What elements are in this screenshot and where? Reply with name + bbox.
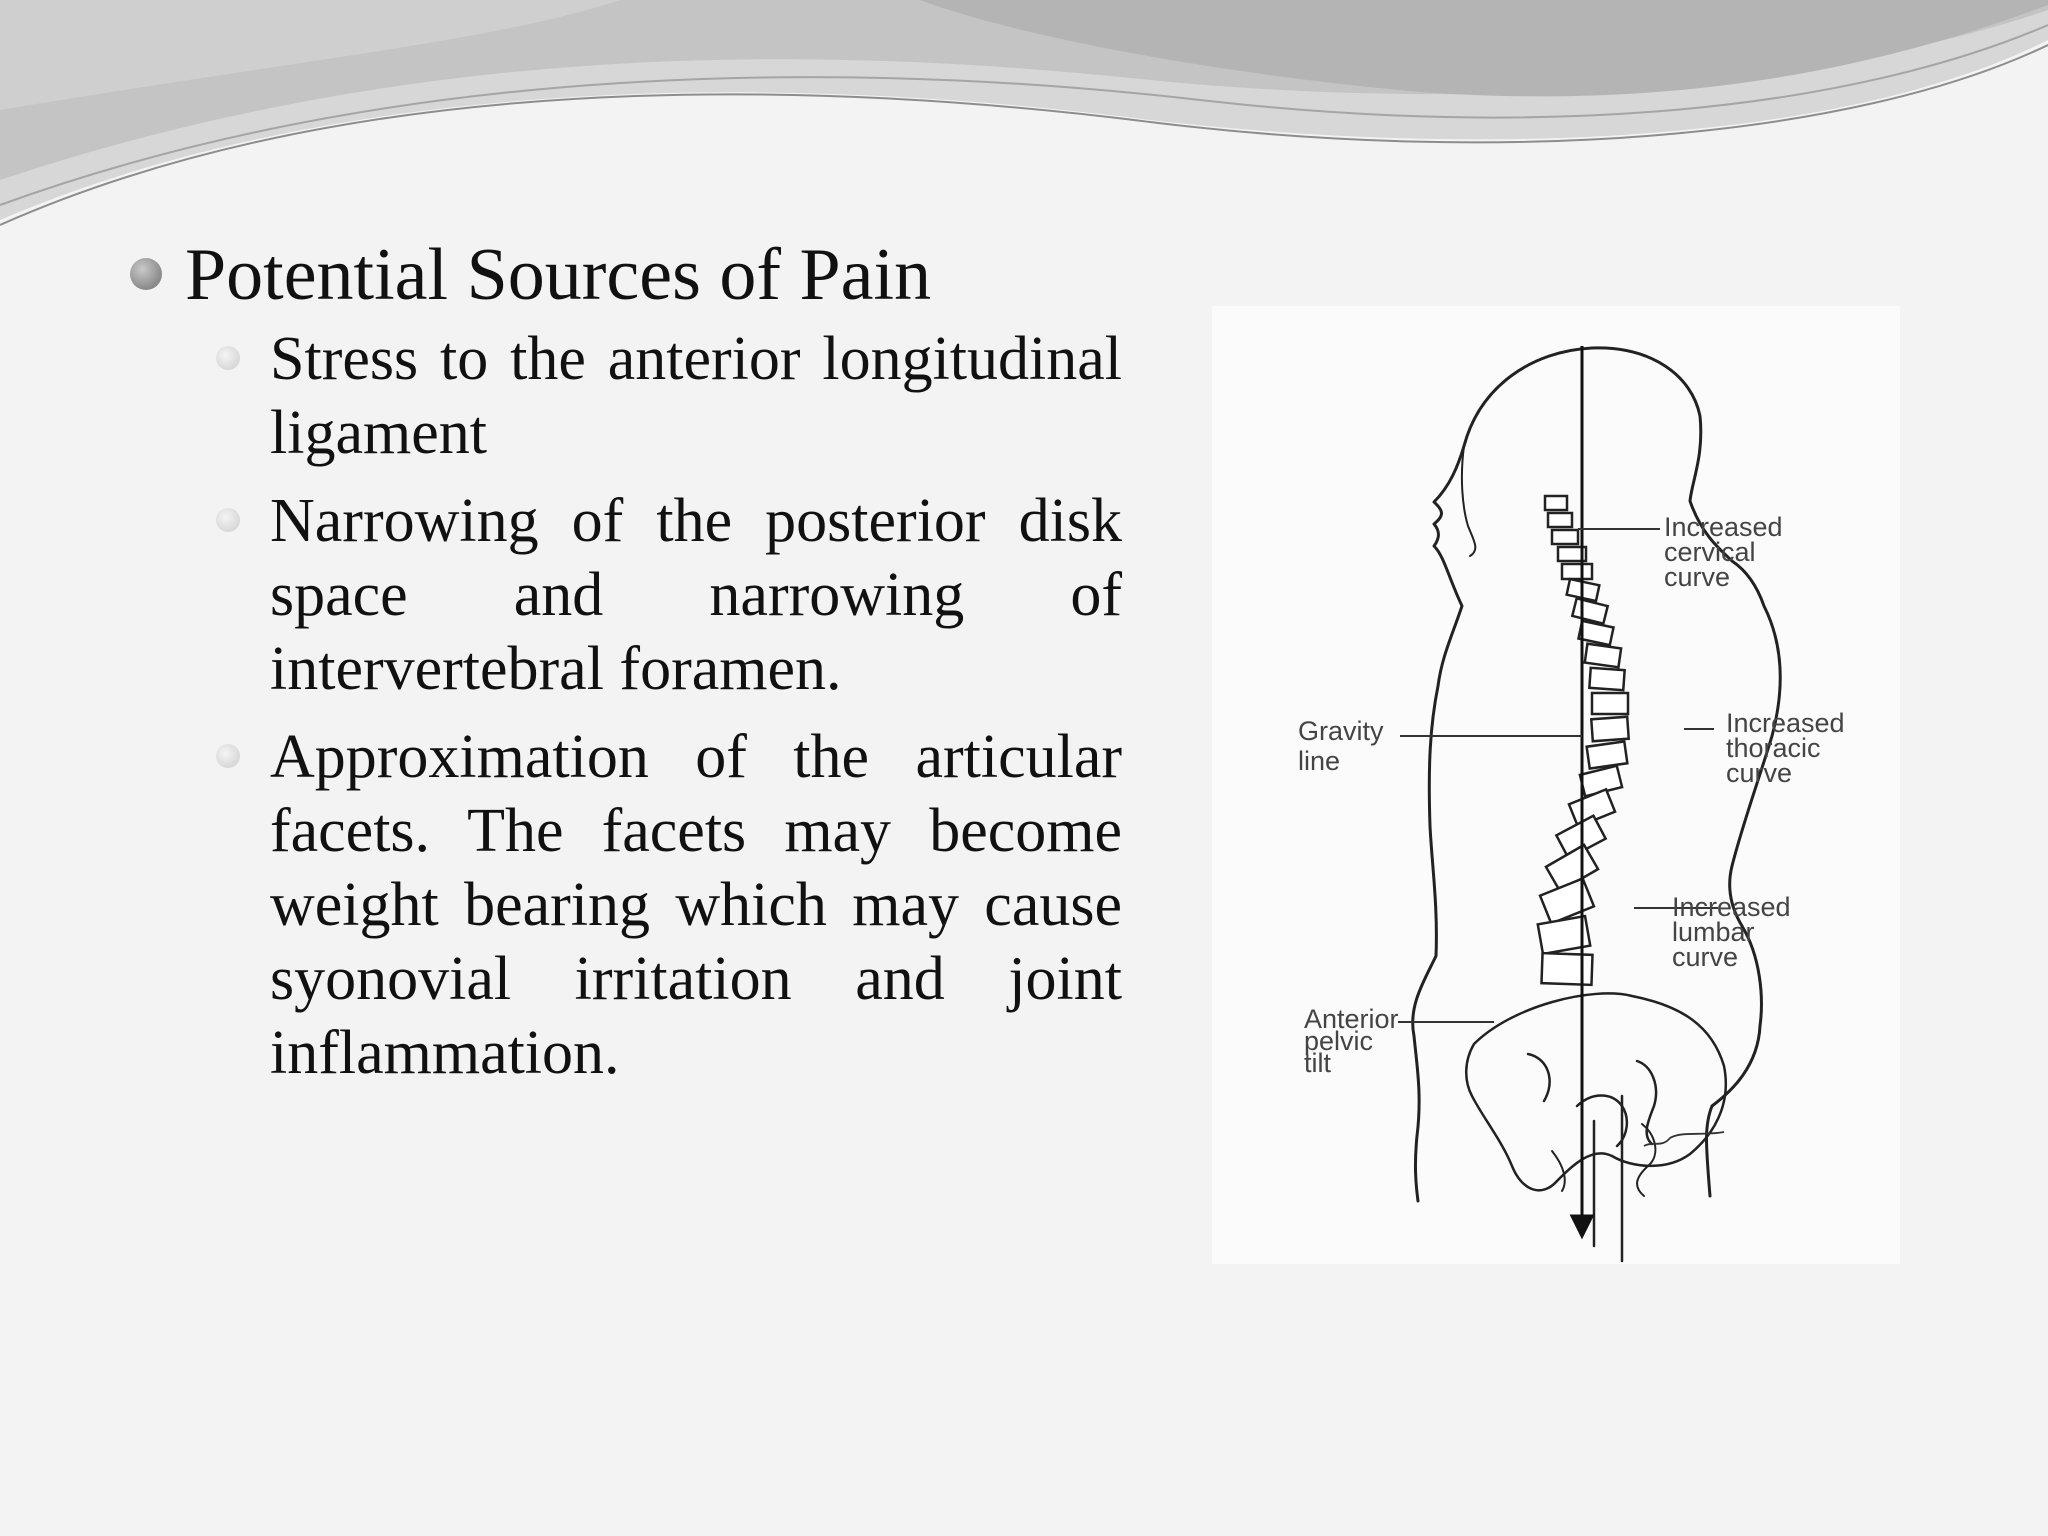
list-item-text: Narrowing of the posterior disk space an… [270, 487, 1122, 703]
label-text: Anterior [1304, 1004, 1399, 1034]
label-text: line [1298, 746, 1340, 776]
wave-header-decoration [0, 0, 2048, 226]
slide-content: Potential Sources of Pain Stress to the … [130, 228, 1130, 1104]
spine-posture-figure: Increased cervical curve Increased thora… [1212, 306, 1900, 1264]
bullet-icon [216, 744, 240, 768]
label-text: curve [1664, 562, 1730, 592]
label-gravity-line: Gravity line [1298, 716, 1384, 776]
label-increased-thoracic: Increased thoracic curve [1726, 708, 1845, 788]
label-text: cervical [1664, 537, 1756, 567]
label-increased-cervical: Increased cervical curve [1664, 512, 1783, 592]
spine-diagram: Increased cervical curve Increased thora… [1298, 346, 1845, 1263]
label-text: thoracic [1726, 733, 1821, 763]
list-item-text: Stress to the anterior longitudinal liga… [270, 325, 1122, 467]
label-text: tilt [1304, 1048, 1331, 1078]
label-anterior-pelvic-tilt: Anterior pelvic tilt [1304, 1004, 1399, 1078]
list-item-text: Approximation of the articular facets. T… [270, 723, 1122, 1087]
label-text: lumbar [1672, 917, 1755, 947]
main-bullet-item: Potential Sources of Pain [130, 228, 1130, 322]
sub-bullet-list: Stress to the anterior longitudinal liga… [130, 322, 1130, 1090]
label-text: Increased [1726, 708, 1845, 738]
slide-heading: Potential Sources of Pain [185, 234, 932, 316]
pelvis-outline [1465, 992, 1727, 1192]
label-text: curve [1726, 758, 1792, 788]
label-text: pelvic [1304, 1026, 1373, 1056]
label-text: Increased [1664, 512, 1783, 542]
label-text: Gravity [1298, 716, 1384, 746]
body-outline-front [1462, 346, 1782, 1198]
gravity-line [1569, 346, 1595, 1240]
bullet-icon [216, 346, 240, 370]
list-item: Stress to the anterior longitudinal liga… [216, 322, 1122, 470]
bullet-icon [130, 258, 162, 290]
bullet-icon [216, 508, 240, 532]
list-item: Narrowing of the posterior disk space an… [216, 484, 1122, 706]
label-text: curve [1672, 942, 1738, 972]
label-increased-lumbar: Increased lumbar curve [1672, 892, 1791, 972]
list-item: Approximation of the articular facets. T… [216, 720, 1122, 1090]
label-text: Increased [1672, 892, 1791, 922]
spine-vertebrae [1536, 494, 1631, 987]
body-outline-back [1411, 444, 1466, 1203]
